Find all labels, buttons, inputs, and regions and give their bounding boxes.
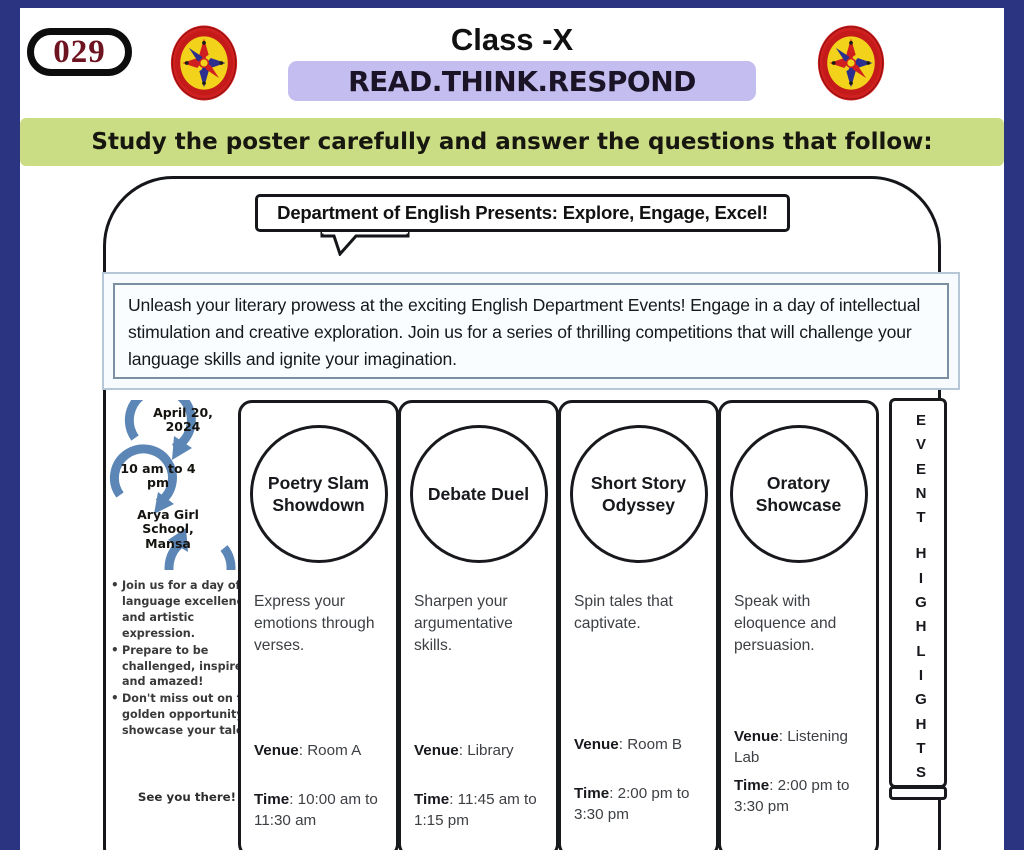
time-value: 11:45 am to 1:15 pm (414, 791, 537, 829)
question-number-text: 029 (53, 33, 106, 70)
school-crest-logo-left (168, 24, 240, 102)
skill-badge: READ.THINK.RESPOND (288, 61, 756, 101)
event-highlights-base (889, 786, 947, 800)
worksheet-page: 029 (20, 8, 1004, 850)
event-name-circle: Oratory Showcase (729, 425, 868, 563)
event-card-short-story-odyssey: Short Story Odyssey Spin tales that capt… (558, 400, 719, 850)
event-time: Time: 10:00 am to 11:30 am (254, 791, 378, 829)
event-venue: Venue: Room A (254, 742, 362, 759)
event-card-oratory-showcase: Oratory Showcase Speak with eloquence an… (718, 400, 879, 850)
instruction-banner: Study the poster carefully and answer th… (20, 118, 1004, 166)
event-card-debate-duel: Debate Duel Sharpen your argumentative s… (398, 400, 559, 850)
poster-closing-text: See you there! (137, 790, 237, 804)
event-time: Time: 2:00 pm to 3:30 pm (734, 777, 850, 815)
poster-venue-label: Arya Girl School, Mansa (137, 507, 199, 551)
time-value: 2:00 pm to 3:30 pm (734, 777, 850, 815)
school-crest-logo-right (815, 24, 887, 102)
venue-value: Listening Lab (734, 728, 848, 766)
venue-label: Venue (574, 736, 619, 753)
instruction-text: Study the poster carefully and answer th… (91, 129, 933, 155)
venue-label: Venue (414, 742, 459, 759)
poster-title-text: Department of English Presents: Explore,… (277, 202, 768, 223)
venue-value: Room A (302, 742, 362, 759)
event-card-poetry-slam-showdown: Poetry Slam Showdown Express your emotio… (238, 400, 399, 850)
venue-label: Venue (734, 728, 779, 745)
poster-description-box: Unleash your literary prowess at the exc… (102, 272, 960, 390)
skill-badge-text: READ.THINK.RESPOND (348, 64, 696, 98)
event-name-circle: Short Story Odyssey (569, 425, 708, 563)
event-description: Sharpen your argumentative skills. (414, 593, 513, 655)
time-label: Time (414, 791, 450, 808)
time-value: 2:00 pm to 3:30 pm (574, 785, 690, 823)
event-card-list: Poetry Slam Showdown Express your emotio… (238, 400, 882, 850)
event-venue: Venue: Listening Lab (734, 728, 848, 766)
event-time: Time: 2:00 pm to 3:30 pm (574, 785, 690, 823)
event-name: Debate Duel (427, 483, 530, 504)
time-value: 10:00 am to 11:30 am (254, 791, 378, 829)
time-label: Time (734, 777, 770, 794)
poster-description-inner: Unleash your literary prowess at the exc… (113, 283, 949, 379)
list-item: Don't miss out on this golden opportunit… (111, 690, 270, 739)
class-title: Class -X (450, 22, 574, 57)
circular-arrows-graphic (109, 400, 236, 570)
event-name: Oratory Showcase (755, 472, 842, 515)
poster-info-column: April 20, 2024 10 am to 4 pm Arya Girl S… (104, 400, 268, 850)
venue-label: Venue (254, 742, 299, 759)
event-name-circle: Poetry Slam Showdown (249, 425, 388, 563)
poster-title-bubble: Department of English Presents: Explore,… (255, 194, 790, 232)
event-name: Short Story Odyssey (590, 472, 687, 515)
list-item: Join us for a day of language excellence… (111, 577, 270, 642)
speech-bubble-tail (320, 230, 410, 256)
poster-time-label: 10 am to 4 pm (120, 461, 196, 491)
event-description: Speak with eloquence and persuasion. (734, 593, 837, 655)
event-description: Spin tales that captivate. (574, 593, 673, 633)
time-label: Time (254, 791, 290, 808)
event-venue: Venue: Library (414, 742, 514, 759)
event-venue: Venue: Room B (574, 736, 683, 753)
poster-description-text: Unleash your literary prowess at the exc… (128, 295, 921, 370)
poster-region: Department of English Presents: Explore,… (20, 168, 1004, 850)
event-time: Time: 11:45 am to 1:15 pm (414, 791, 537, 829)
question-number-badge: 029 (27, 28, 132, 76)
poster-bullet-list: Join us for a day of language excellence… (106, 577, 270, 740)
poster-date-label: April 20, 2024 (153, 405, 213, 435)
time-label: Time (574, 785, 610, 802)
event-name-circle: Debate Duel (409, 425, 548, 563)
event-description: Express your emotions through verses. (254, 593, 375, 655)
event-name: Poetry Slam Showdown (267, 472, 370, 515)
venue-value: Room B (622, 736, 683, 753)
list-item: Prepare to be challenged, inspired, and … (111, 642, 270, 691)
venue-value: Library (462, 742, 514, 759)
page-header: 029 (20, 8, 1004, 112)
